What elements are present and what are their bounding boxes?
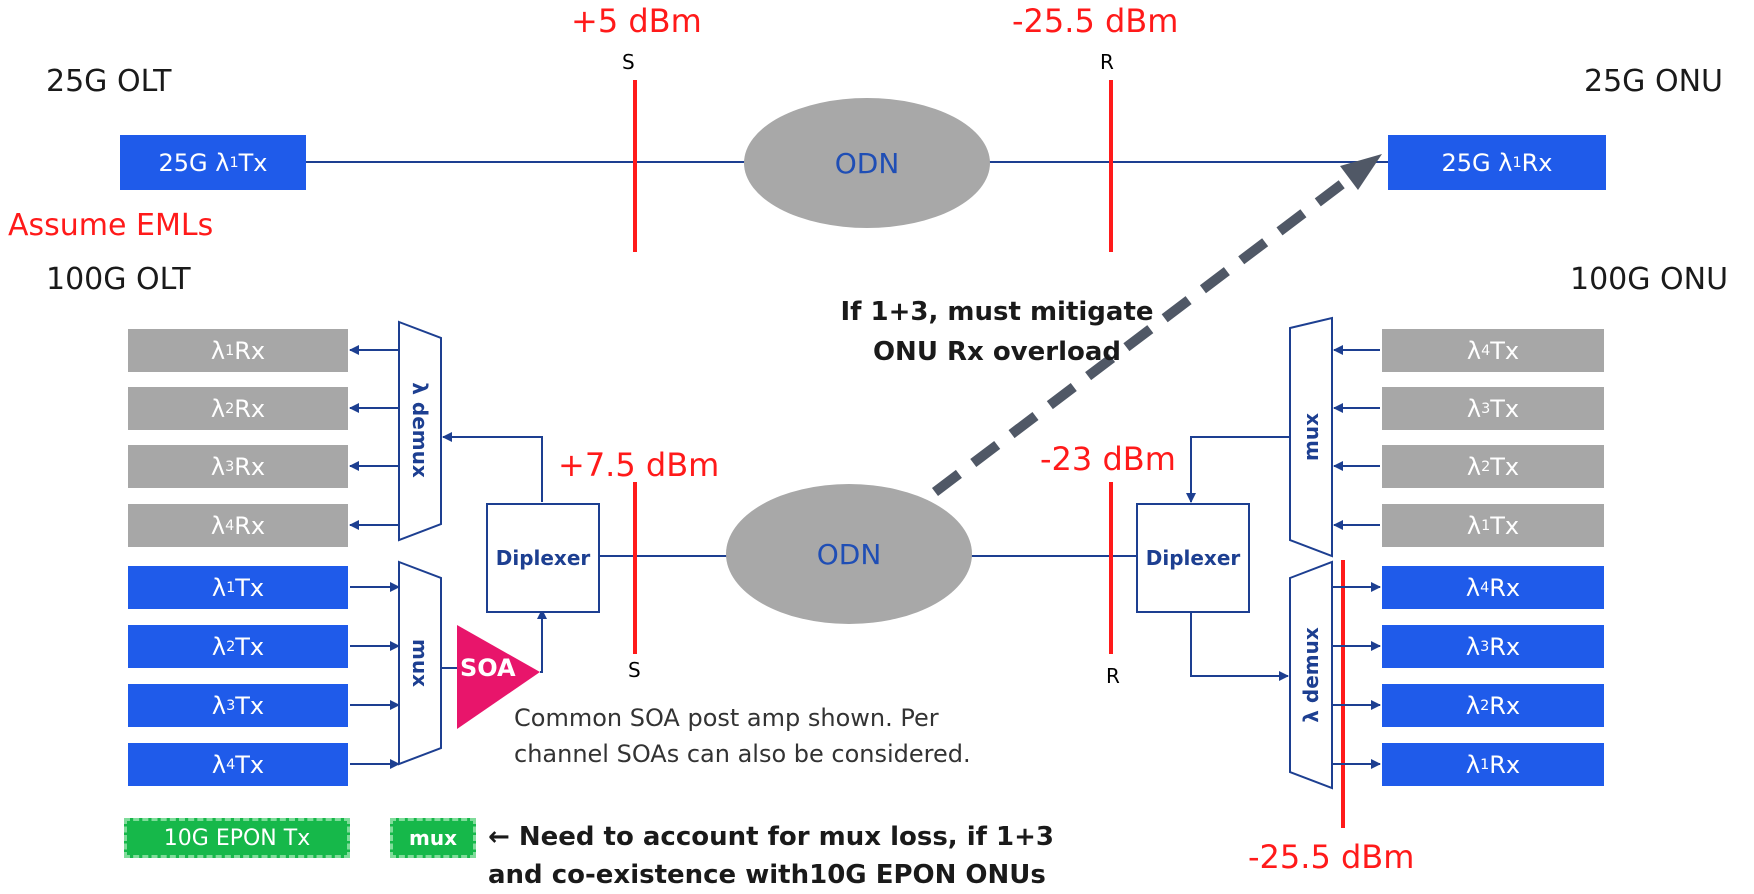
olt-mux-label: mux [408, 639, 432, 687]
bottom-r-label: R [1106, 664, 1120, 688]
onu-mux-shape [1289, 316, 1333, 558]
olt-mux-shape [398, 560, 442, 766]
bottom-odn: ODN [726, 484, 972, 624]
onu-100g-title: 100G ONU [1570, 262, 1729, 297]
epon-tx-box: 10G EPON Tx [124, 818, 350, 858]
olt-demux-label: λ demux [408, 382, 432, 478]
onu-demux-label: λ demux [1299, 627, 1323, 723]
overload-arrow [931, 174, 1354, 496]
overload-note: If 1+3, must mitigate ONU Rx overload [840, 297, 1154, 367]
assume-emls-note: Assume EMLs [8, 208, 214, 243]
top-r-power: -25.5 dBm [1012, 2, 1179, 40]
soa-label: SOA [460, 654, 516, 682]
bottom-s-label: S [628, 658, 641, 682]
top-s-label: S [622, 50, 635, 74]
soa-shape [457, 625, 540, 729]
bottom-r-power: -23 dBm [1040, 440, 1176, 478]
onu-rx-power: -25.5 dBm [1248, 838, 1415, 876]
onu-diplexer: Diplexer [1136, 503, 1250, 613]
olt-100g-title: 100G OLT [46, 262, 191, 297]
onu-25g-title: 25G ONU [1584, 64, 1723, 99]
top-odn: ODN [744, 98, 990, 228]
top-s-power: +5 dBm [571, 2, 702, 40]
mux-loss-note: ← Need to account for mux loss, if 1+3 a… [488, 822, 1054, 890]
epon-mux-box: mux [390, 818, 476, 858]
olt-25g-title: 25G OLT [46, 64, 172, 99]
onu-demux-shape [1289, 560, 1333, 790]
olt-demux-shape [398, 320, 442, 542]
top-r-label: R [1100, 50, 1114, 74]
olt-diplexer: Diplexer [486, 503, 600, 613]
onu-mux-label: mux [1299, 413, 1323, 461]
soa-note: Common SOA post amp shown. Per channel S… [514, 704, 971, 768]
bottom-s-power: +7.5 dBm [558, 446, 720, 484]
